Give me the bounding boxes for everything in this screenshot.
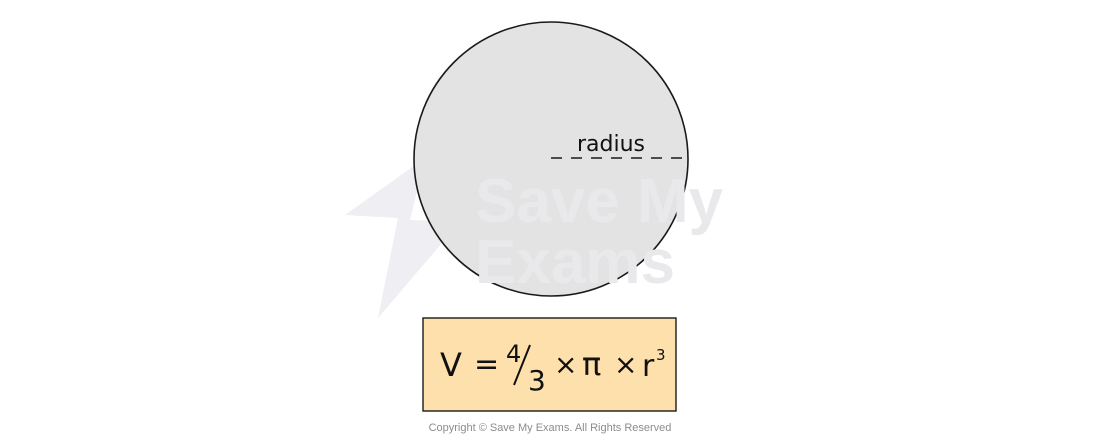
watermark-line-2: Exams bbox=[475, 228, 675, 297]
formula-fraction-numerator: 4 bbox=[506, 340, 521, 368]
formula-times-1: × bbox=[554, 348, 577, 381]
watermark-line-1: Save My bbox=[475, 167, 724, 236]
copyright-notice: Copyright © Save My Exams. All Rights Re… bbox=[429, 422, 672, 434]
formula-times-2: × bbox=[614, 348, 637, 381]
formula-equals: = bbox=[474, 347, 499, 382]
watermark-logo-icon bbox=[345, 158, 460, 318]
formula-fraction-slash bbox=[513, 344, 531, 386]
sphere-circle bbox=[413, 21, 689, 297]
formula-pi: π bbox=[582, 345, 601, 383]
formula-exponent: 3 bbox=[656, 346, 666, 364]
radius-label: radius bbox=[577, 132, 645, 157]
formula-box bbox=[422, 317, 677, 412]
formula-fraction-denominator: 3 bbox=[528, 364, 546, 397]
formula-radius-symbol: r bbox=[642, 349, 655, 384]
formula-volume-symbol: V bbox=[440, 346, 462, 384]
